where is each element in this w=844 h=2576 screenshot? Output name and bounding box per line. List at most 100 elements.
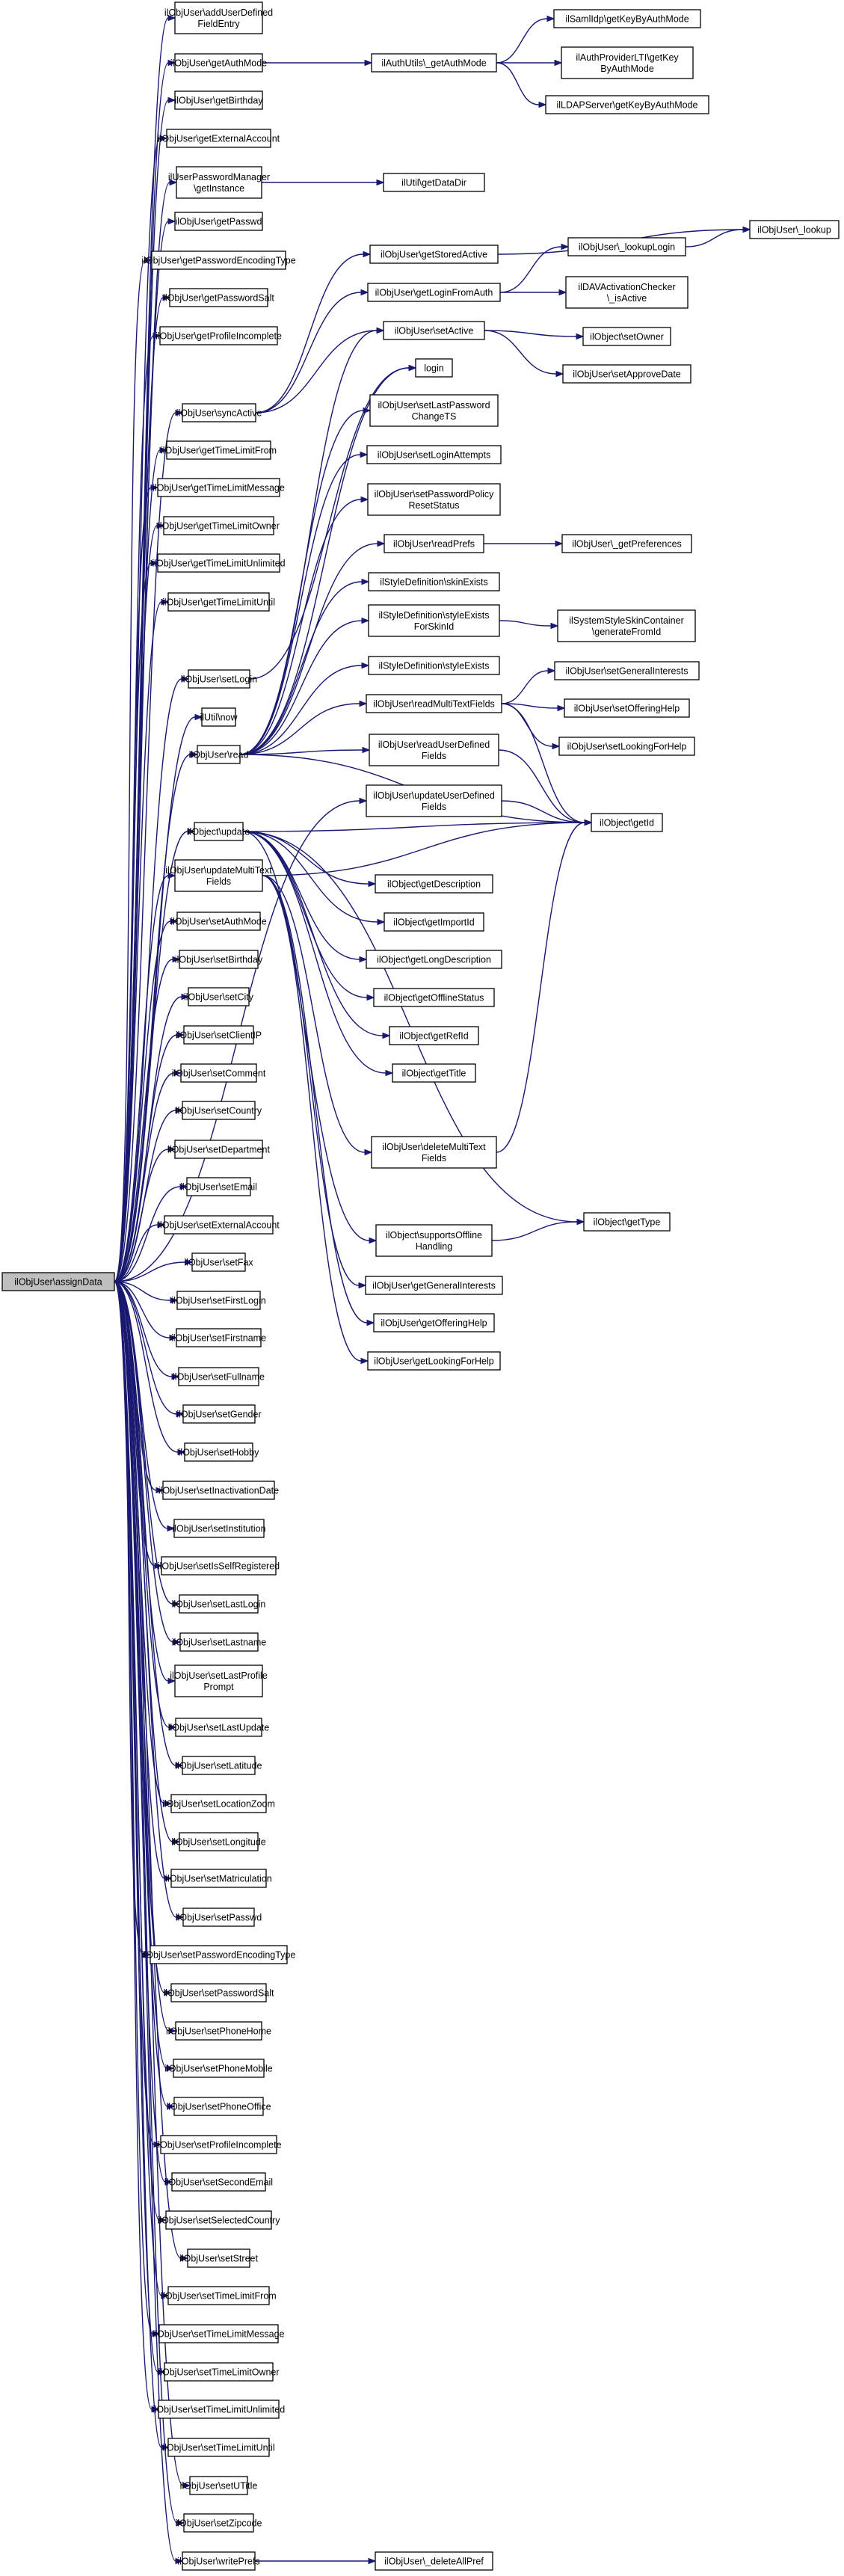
function-node[interactable]: ilObjUser\setPasswd	[176, 1908, 262, 1927]
function-node[interactable]: ilObjUser\getTimeLimitFrom	[161, 440, 277, 460]
function-node[interactable]: ilObjUser\setOfferingHelp	[564, 698, 690, 718]
function-node[interactable]: ilObjUser\setLatitude	[175, 1756, 262, 1775]
function-node[interactable]: ilObjUser\read	[189, 745, 249, 764]
root-function-node[interactable]: ilObjUser\assignData	[1, 1272, 115, 1291]
function-node[interactable]: ilObjUser\setBirthday	[175, 950, 263, 969]
function-node[interactable]: ilObjUser\getStoredActive	[369, 245, 499, 264]
function-node[interactable]: ilObjUser\setPasswordSalt	[164, 1983, 274, 2002]
function-node[interactable]: ilObjUser\writePrefs	[177, 2551, 260, 2571]
function-node[interactable]: ilDAVActivationChecker\_isActive	[565, 276, 689, 309]
function-node[interactable]: ilObjUser\getPasswordEncodingType	[141, 250, 296, 270]
function-node[interactable]: ilObjUser\setTimeLimitUntil	[162, 2438, 275, 2457]
function-node[interactable]: ilSystemStyleSkinContainer\generateFromI…	[557, 609, 696, 642]
function-node[interactable]: ilLDAPServer\getKeyByAuthMode	[545, 95, 709, 114]
function-node[interactable]: ilObjUser\_deleteAllPref	[375, 2551, 493, 2571]
function-node[interactable]: ilObjUser\_getPreferences	[561, 534, 692, 553]
function-node[interactable]: ilObjUser\setPhoneHome	[166, 2021, 271, 2041]
function-node[interactable]: ilObjUser\setPhoneOffice	[166, 2097, 271, 2116]
function-node[interactable]: ilObjUser\setTimeLimitMessage	[153, 2324, 285, 2343]
function-node[interactable]: ilObjUser\setLastname	[172, 1632, 266, 1652]
function-node[interactable]: ilObjUser\setZipcode	[175, 2513, 262, 2533]
function-node[interactable]: ilObject\getRefId	[389, 1026, 479, 1045]
function-node[interactable]: ilStyleDefinition\styleExists	[368, 656, 500, 675]
function-node[interactable]: ilObjUser\getLoginFromAuth	[367, 283, 501, 302]
function-node[interactable]: ilObjUser\setComment	[172, 1063, 266, 1083]
function-node[interactable]: ilObject\getOfflineStatus	[373, 988, 495, 1007]
function-node[interactable]: ilObjUser\getTimeLimitUntil	[162, 592, 275, 612]
function-node[interactable]: ilObjUser\getAuthMode	[170, 53, 267, 73]
function-node[interactable]: ilObject\getType	[583, 1212, 671, 1232]
function-node[interactable]: ilSamlIdp\getKeyByAuthMode	[553, 9, 701, 28]
function-node[interactable]: ilObjUser\getTimeLimitMessage	[153, 478, 285, 497]
function-node[interactable]: ilObjUser\setLastLogin	[172, 1594, 266, 1614]
function-node[interactable]: ilObjUser\setInactivationDate	[158, 1481, 279, 1500]
function-node[interactable]: ilUtil\now	[200, 707, 238, 727]
function-node[interactable]: ilObjUser\getPasswd	[174, 212, 263, 231]
function-node[interactable]: ilObjUser\setDepartment	[167, 1140, 270, 1159]
function-node[interactable]: ilObjUser\setTimeLimitUnlimited	[153, 2400, 285, 2419]
function-node[interactable]: ilStyleDefinition\skinExists	[368, 572, 500, 591]
function-node[interactable]: ilObjUser\setExternalAccount	[158, 1215, 280, 1235]
function-node[interactable]: ilObjUser\getExternalAccount	[158, 129, 280, 148]
function-node[interactable]: ilUtil\getDataDir	[383, 173, 485, 192]
function-node[interactable]: ilObjUser\setProfileIncomplete	[155, 2135, 282, 2154]
function-node[interactable]: ilObjUser\setLoginAttempts	[366, 445, 502, 464]
function-node[interactable]: ilObjUser\setFirstLogin	[171, 1291, 266, 1310]
function-node[interactable]: ilObjUser\setApproveDate	[562, 364, 691, 384]
function-node[interactable]: ilObjUser\readPrefs	[384, 534, 484, 553]
function-node[interactable]: ilObject\getId	[591, 813, 663, 832]
function-node[interactable]: ilObjUser\setActive	[383, 321, 485, 340]
function-node[interactable]: ilObjUser\setFullname	[173, 1367, 265, 1386]
function-node[interactable]: ilObjUser\getTimeLimitOwner	[158, 516, 280, 535]
function-node[interactable]: ilObjUser\setEmail	[180, 1177, 257, 1196]
function-node[interactable]: ilObject\update	[188, 822, 250, 841]
function-node[interactable]: ilObjUser\getTimeLimitUnlimited	[152, 553, 286, 573]
function-node[interactable]: ilUserPasswordManager\getInstance	[168, 166, 270, 199]
function-node[interactable]: ilObject\getTitle	[392, 1063, 476, 1083]
function-node[interactable]: ilObjUser\setFax	[184, 1252, 253, 1272]
function-node[interactable]: ilObject\getLongDescription	[366, 950, 502, 969]
function-node[interactable]: ilObjUser\getBirthday	[174, 90, 263, 110]
function-node[interactable]: ilObjUser\getProfileIncomplete	[155, 326, 282, 345]
function-node[interactable]: ilObjUser\getPasswordSalt	[163, 288, 274, 307]
function-node[interactable]: ilObjUser\_lookup	[749, 220, 840, 239]
function-node[interactable]: ilObjUser\setLookingForHelp	[558, 737, 695, 756]
function-node[interactable]: ilObjUser\getGeneralInterests	[365, 1276, 503, 1295]
function-node[interactable]: ilObjUser\setPasswordEncodingType	[142, 1945, 296, 1964]
function-node[interactable]: ilObjUser\setLogin	[181, 669, 257, 689]
function-node[interactable]: ilObjUser\setTimeLimitFrom	[161, 2286, 277, 2305]
function-node[interactable]: ilObjUser\setSelectedCountry	[158, 2210, 281, 2230]
function-node[interactable]: ilObject\getImportId	[384, 912, 484, 932]
function-node[interactable]: ilObject\getDescription	[375, 874, 493, 894]
function-node[interactable]: ilObjUser\setCountry	[176, 1101, 262, 1120]
function-node[interactable]: ilObjUser\setClientIP	[176, 1025, 262, 1045]
function-node[interactable]: ilObjUser\readMultiTextFields	[366, 694, 502, 713]
function-node[interactable]: ilObjUser\setSecondEmail	[164, 2172, 273, 2192]
function-node[interactable]: ilObjUser\setUTitle	[180, 2476, 258, 2495]
function-node[interactable]: ilObjUser\setLocationZoom	[162, 1794, 275, 1813]
function-node[interactable]: ilObjUser\setTimeLimitOwner	[158, 2362, 280, 2382]
function-node[interactable]: ilObjUser\setGender	[176, 1404, 262, 1424]
function-node[interactable]: ilObject\setOwner	[582, 327, 671, 346]
function-node[interactable]: ilObjUser\getOfferingHelp	[373, 1313, 495, 1332]
function-node[interactable]: ilObjUser\setStreet	[179, 2248, 258, 2268]
function-node[interactable]: ilAuthProviderLTI\getKeyByAuthMode	[561, 46, 694, 79]
function-node[interactable]: ilObjUser\setGeneralInterests	[554, 661, 700, 680]
function-node[interactable]: ilObjUser\setHobby	[179, 1442, 259, 1462]
function-node[interactable]: ilObjUser\setCity	[184, 987, 254, 1006]
function-node[interactable]: ilObjUser\setFirstname	[171, 1328, 266, 1347]
function-node[interactable]: ilObjUser\setPhoneMobile	[164, 2059, 273, 2078]
function-node[interactable]: ilObjUser\_lookupLogin	[567, 237, 686, 256]
function-node[interactable]: ilObjUser\setLongitude	[171, 1832, 266, 1851]
function-node[interactable]: ilObjUser\setMatriculation	[165, 1869, 272, 1888]
